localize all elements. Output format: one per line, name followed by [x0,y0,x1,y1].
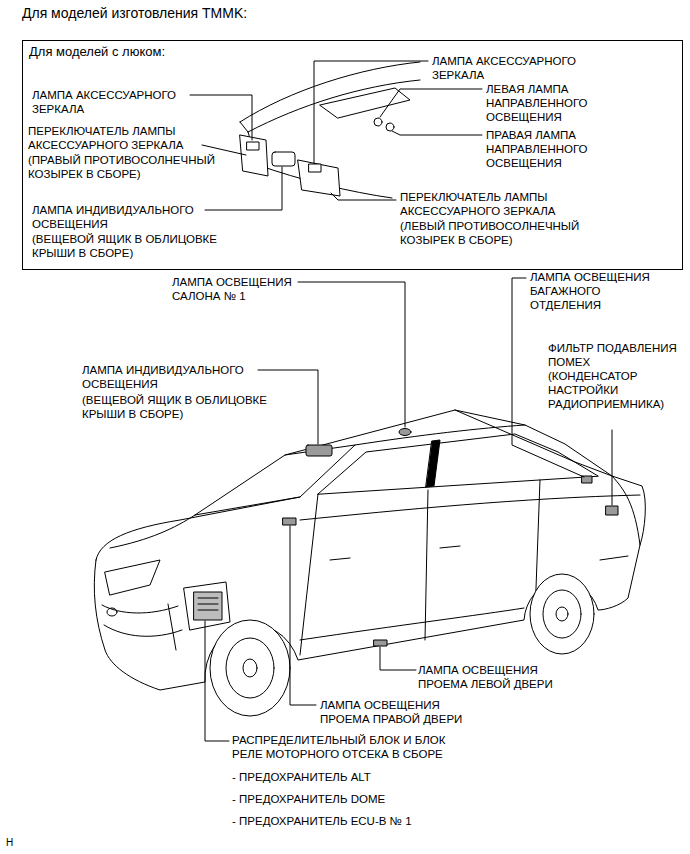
part-label: ЛАМПА ОСВЕЩЕНИЯ БАГАЖНОГО ОТДЕЛЕНИЯ [530,270,655,312]
part-label: ЛАМПА ИНДИВИДУАЛЬНОГО ОСВЕЩЕНИЯ [32,203,210,231]
part-label: ЛАМПА ОСВЕЩЕНИЯ САЛОНА № 1 [172,275,297,303]
inset-leader-lines [190,61,482,210]
lamp-parts [184,429,618,647]
part-label: (ВЕЩЕВОЙ ЯЩИК В ОБЛИЦОВКЕ КРЫШИ В СБОРЕ) [32,232,237,260]
page-mark: H [6,836,13,850]
part-label: ПЕРЕКЛЮЧАТЕЛЬ ЛАМПЫ АКСЕССУАРНОГО ЗЕРКАЛ… [400,190,578,218]
page-title: Для моделей изготовления TMMK: [22,5,247,22]
part-label: (ВЕЩЕВОЙ ЯЩИК В ОБЛИЦОВКЕ КРЫШИ В СБОРЕ) [82,393,287,421]
part-label: ФИЛЬТР ПОДАВЛЕНИЯ ПОМЕХ (КОНДЕНСАТОР НАС… [548,341,682,411]
part-label: ПЕРЕКЛЮЧАТЕЛЬ ЛАМПЫ АКСЕССУАРНОГО ЗЕРКАЛ… [28,124,206,152]
part-label: - ПРЕДОХРАНИТЕЛЬ DOME [232,792,385,806]
sedan-body [94,410,645,716]
part-label: ЛАМПА ИНДИВИДУАЛЬНОГО ОСВЕЩЕНИЯ [82,363,260,391]
part-label: ЛАМПА ОСВЕЩЕНИЯ ПРОЕМА ПРАВОЙ ДВЕРИ [320,698,485,726]
part-label: РАСПРЕДЕЛИТЕЛЬНЫЙ БЛОК И БЛОК РЕЛЕ МОТОР… [232,733,467,761]
part-label: (ЛЕВЫЙ ПРОТИВОСОЛНЕЧНЫЙ КОЗЫРЕК В СБОРЕ) [400,219,600,247]
part-label: ЛЕВАЯ ЛАМПА НАПРАВЛЕННОГО ОСВЕЩЕНИЯ [486,82,611,124]
part-label: (ПРАВЫЙ ПРОТИВОСОЛНЕЧНЫЙ КОЗЫРЕК В СБОРЕ… [28,153,228,181]
part-label: ЛАМПА АКСЕССУАРНОГО ЗЕРКАЛА [432,54,597,82]
roof-sketch [240,62,420,198]
part-label: ПРАВАЯ ЛАМПА НАПРАВЛЕННОГО ОСВЕЩЕНИЯ [486,128,611,170]
part-label: - ПРЕДОХРАНИТЕЛЬ ECU-B № 1 [232,814,412,828]
part-label: ЛАМПА ОСВЕЩЕНИЯ ПРОЕМА ЛЕВОЙ ДВЕРИ [418,663,583,691]
part-label: - ПРЕДОХРАНИТЕЛЬ ALT [232,770,371,784]
part-label: ЛАМПА АКСЕССУАРНОГО ЗЕРКАЛА [32,88,197,116]
inset-heading: Для моделей с люком: [23,41,171,63]
